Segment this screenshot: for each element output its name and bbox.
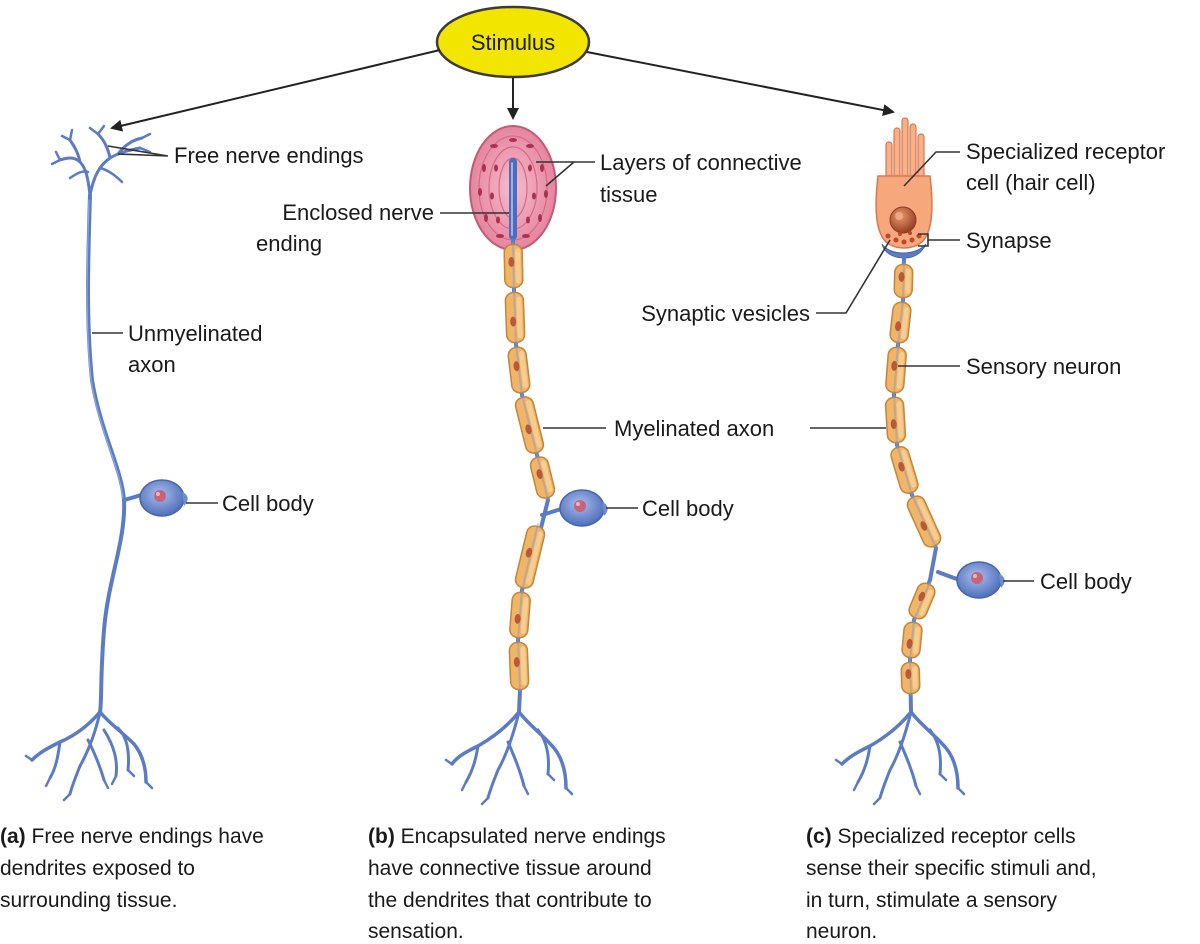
panel-c-myelin-segment [900, 659, 921, 697]
leader-synaptic-vesicles [816, 239, 891, 314]
svg-text:(a) Free nerve endings have: (a) Free nerve endings have [0, 825, 264, 848]
caption-c-line2: sense their specific stimuli and, [806, 857, 1097, 880]
panel-b-cell-body [540, 489, 608, 527]
leader-free-nerve-endings [107, 145, 169, 157]
stimulus-node: Stimulus [435, 5, 591, 79]
label-unmyelinated-line1: Unmyelinated [128, 321, 263, 346]
caption-b-letter: (b) [368, 825, 395, 848]
caption-a-line3: surrounding tissue. [0, 889, 177, 912]
panel-b-myelin-segment [503, 241, 524, 291]
arrow-to-free-endings [110, 49, 441, 132]
panel-a-cell-body [122, 479, 188, 517]
label-layers-line1: Layers of connective [600, 150, 802, 175]
label-synapse: Synapse [966, 228, 1052, 253]
caption-c-line3: in turn, stimulate a sensory [806, 889, 1057, 912]
panel-b-myelin-segment [504, 289, 526, 346]
caption-a-letter: (a) [0, 825, 26, 848]
panel-b-myelin-sheath [503, 241, 556, 693]
panel-b-myelin-segment [509, 589, 531, 641]
label-enclosed-line2: ending [256, 231, 322, 256]
caption-c-line4: neuron. [806, 920, 877, 943]
label-synaptic-vesicles: Synaptic vesicles [641, 301, 810, 326]
label-enclosed-line1: Enclosed nerve [282, 200, 434, 225]
caption-b-line2: have connective tissue around [368, 857, 652, 880]
label-cell-body-a: Cell body [222, 491, 314, 516]
label-myelinated-axon: Myelinated axon [614, 416, 774, 441]
panel-b-encapsulated-nerve-ending: Layers of connective tissue Enclosed ner… [256, 125, 886, 943]
stimulus-arrows [110, 49, 895, 132]
panel-b-myelin-segment [529, 454, 556, 501]
hair-cell-stereocilia [885, 117, 925, 179]
panel-a-free-nerve-ending: Free nerve endings Unmyelinated axon Cel… [0, 124, 364, 912]
panel-c-axon-terminals [834, 710, 966, 806]
leader-specialized-receptor [903, 151, 960, 187]
panel-c-myelin-segment [884, 394, 907, 446]
unmyelinated-axon [86, 193, 127, 714]
panel-c-myelin-sheath [884, 261, 942, 697]
stimulus-label: Stimulus [471, 30, 555, 55]
free-nerve-endings-dendrites [50, 124, 152, 197]
caption-b: (b) Encapsulated nerve endings have conn… [368, 825, 666, 943]
caption-b-line3: the dendrites that contribute to [368, 889, 652, 912]
panel-c-myelin-segment [901, 619, 923, 661]
caption-c: (c) Specialized receptor cells sense the… [806, 825, 1097, 943]
panel-c-myelin-segment [908, 581, 936, 621]
caption-a: (a) Free nerve endings have dendrites ex… [0, 825, 264, 912]
connective-tissue-capsule [469, 125, 557, 251]
panel-c-myelin-segment [906, 494, 942, 549]
label-free-nerve-endings: Free nerve endings [174, 143, 364, 168]
panel-c-myelin-segment [893, 261, 914, 301]
caption-b-line1: Encapsulated nerve endings [395, 825, 666, 848]
caption-a-line2: dendrites exposed to [0, 857, 195, 880]
arrow-to-hair-cell [586, 51, 895, 116]
panel-a-axon-terminals [24, 710, 154, 802]
panel-c-myelin-segment [885, 344, 907, 396]
stimulus-ellipse [435, 5, 591, 79]
caption-c-line1: Specialized receptor cells [832, 825, 1076, 848]
panel-b-myelin-segment [514, 394, 545, 456]
caption-c-letter: (c) [806, 825, 832, 848]
label-specialized-line1: Specialized receptor [966, 139, 1165, 164]
label-sensory-neuron: Sensory neuron [966, 354, 1121, 379]
svg-text:(b) Encapsulated nerve endings: (b) Encapsulated nerve endings [368, 825, 666, 848]
label-unmyelinated-line2: axon [128, 352, 176, 377]
synapse-terminal [881, 243, 927, 259]
svg-text:(c) Specialized receptor cells: (c) Specialized receptor cells [806, 825, 1076, 848]
caption-a-line1: Free nerve endings have [26, 825, 264, 848]
hair-cell-nucleus [889, 206, 917, 234]
caption-b-line4: sensation. [368, 920, 464, 943]
panel-c-specialized-receptor: Specialized receptor cell (hair cell) Sy… [641, 117, 1165, 943]
hair-cell [875, 117, 933, 259]
panel-b-myelin-segment [508, 639, 530, 693]
leader-layers-connective [536, 161, 595, 187]
label-cell-body-c: Cell body [1040, 569, 1132, 594]
panel-b-axon-terminals [444, 710, 574, 806]
panel-b-myelin-segment [507, 344, 531, 396]
panel-c-myelin-segment [890, 444, 919, 496]
label-cell-body-b: Cell body [642, 496, 734, 521]
panel-b-myelin-segment [514, 523, 546, 591]
label-specialized-line2: cell (hair cell) [966, 170, 1096, 195]
panel-c-cell-body [936, 561, 1005, 599]
label-layers-line2: tissue [600, 182, 657, 207]
panel-c-myelin-segment [889, 299, 912, 346]
leader-synapse [918, 233, 960, 247]
